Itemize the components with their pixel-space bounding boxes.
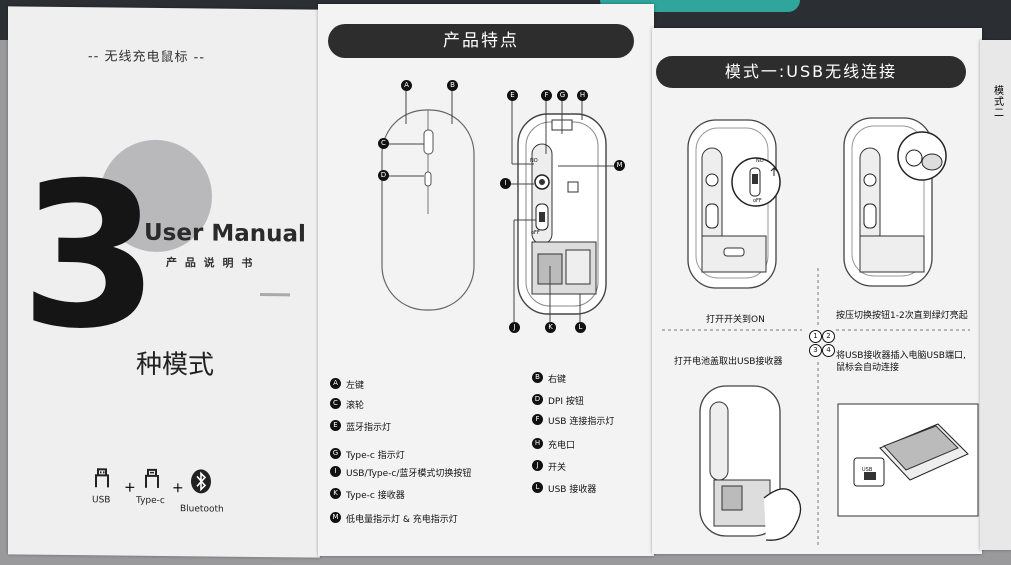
bluetooth-icon (190, 468, 212, 494)
features-panel: 产品特点 NO oFF (318, 4, 654, 556)
side-strip-text: 模式二 (994, 86, 1004, 119)
step4-number: 4 (822, 344, 835, 357)
step3-caption: 打开电池盖取出USB接收器 (674, 357, 783, 367)
usb-icon (92, 467, 112, 489)
step2-number: 2 (822, 330, 835, 343)
legend-key: K (330, 488, 341, 499)
mode1-title: 模式一:USB无线连接 (656, 56, 966, 88)
legend-key: C (330, 398, 341, 409)
legend-key: D (532, 394, 543, 405)
plus-sign: + (172, 480, 184, 497)
step3-number: 3 (809, 344, 822, 357)
legend-text: 低电量指示灯 & 充电指示灯 (346, 515, 458, 525)
legend-key: L (532, 482, 543, 493)
cover-title-cn: 产 品 说 明 书 (166, 256, 255, 270)
legend-text: USB/Type-c/蓝牙模式切换按钮 (346, 469, 472, 479)
callout-j: J (509, 322, 520, 333)
mode1-switch-off-text: oFF (753, 198, 762, 204)
plus-sign: + (124, 479, 136, 496)
callout-g: G (557, 90, 568, 101)
mode1-switch-on-text: NO (756, 158, 764, 164)
legend-key: B (532, 372, 543, 383)
cover-title-en: User Manual (144, 219, 306, 248)
cover-modes-text: 种模式 (136, 349, 215, 381)
legend-text: 蓝牙指示灯 (346, 423, 392, 433)
callout-i: I (500, 178, 511, 189)
legend-key: F (532, 414, 543, 425)
cover-big-number: 3 (20, 139, 160, 374)
mouse-diagram (381, 90, 618, 322)
legend-key: G (330, 448, 341, 459)
legend-text: Type-c 指示灯 (346, 451, 405, 461)
callout-a: A (401, 80, 412, 91)
legend-text: 滚轮 (346, 401, 365, 411)
switch-off-text: oFF (531, 230, 540, 236)
legend-text: USB 接收器 (548, 485, 597, 495)
legend-key: J (532, 460, 543, 471)
usb-plug-label: USB (862, 467, 873, 473)
switch-on-text: NO (530, 158, 538, 164)
callout-k: K (545, 322, 556, 333)
callout-h: H (577, 90, 588, 101)
legend-text: 左键 (346, 381, 365, 391)
legend-text: DPI 按钮 (548, 397, 584, 407)
mode1-panel: 模式一:USB无线连接 (652, 28, 982, 554)
callout-d: D (378, 170, 389, 181)
callout-f: F (541, 90, 552, 101)
step2-caption: 按压切换按钮1-2次直到绿灯亮起 (836, 311, 968, 321)
legend-text: 右键 (548, 375, 567, 385)
legend-key: M (330, 512, 341, 523)
callout-c: C (378, 138, 389, 149)
step1-number: 1 (809, 330, 822, 343)
legend-text: USB 连接指示灯 (548, 417, 615, 427)
usb-label: USB (92, 495, 111, 506)
legend-text: Type-c 接收器 (346, 491, 405, 501)
legend-text: 开关 (548, 463, 567, 473)
next-page-strip: 模式二 (980, 40, 1011, 550)
legend-key: A (330, 378, 341, 389)
type-c-label: Type-c (136, 495, 165, 507)
cover-panel: -- 无线充电鼠标 -- 3 User Manual 产 品 说 明 书 种模式… (8, 6, 320, 558)
legend-text: 充电口 (548, 441, 576, 451)
step4-caption: 将USB接收器插入电脑USB端口, 鼠标会自动连接 (836, 351, 966, 373)
cover-header: -- 无线充电鼠标 -- (88, 49, 206, 66)
mode1-diagrams (662, 117, 979, 548)
callout-e: E (507, 90, 518, 101)
step1-caption: 打开开关到ON (706, 315, 765, 325)
callout-m: M (614, 160, 625, 171)
features-title: 产品特点 (328, 24, 634, 58)
legend-key: E (330, 420, 341, 431)
callout-l: L (575, 322, 586, 333)
callout-b: B (447, 80, 458, 91)
cover-divider (260, 293, 290, 297)
legend-key: H (532, 438, 543, 449)
type-c-icon (142, 468, 162, 490)
legend-key: I (330, 466, 341, 477)
bluetooth-label: Bluetooth (180, 504, 224, 515)
